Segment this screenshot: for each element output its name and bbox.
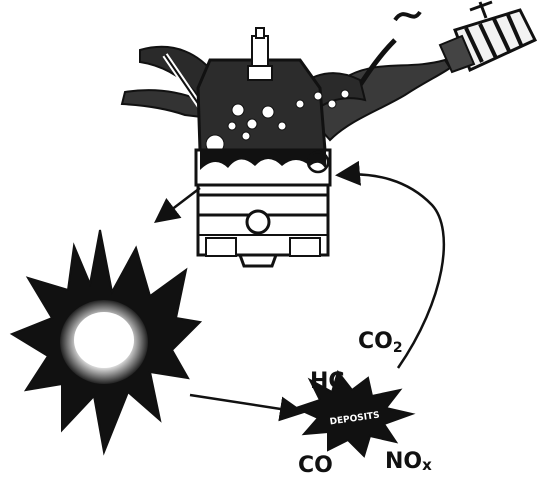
svg-text:NOx: NOx	[385, 449, 432, 474]
fuel-injector-icon	[395, 2, 535, 72]
label-nox: NO	[385, 449, 422, 474]
svg-text:CO2: CO2	[358, 329, 403, 356]
label-co: CO	[298, 453, 333, 478]
arrow-to-deposits	[190, 395, 300, 412]
combustion-burst-icon	[12, 230, 200, 452]
label-nox-subscript: x	[422, 456, 432, 474]
engine-cylinder-icon	[122, 28, 365, 266]
label-co2-subscript: 2	[393, 340, 403, 356]
arrow-to-burst	[158, 188, 200, 220]
label-hc: HC	[310, 369, 345, 394]
label-co2: CO	[358, 329, 393, 354]
